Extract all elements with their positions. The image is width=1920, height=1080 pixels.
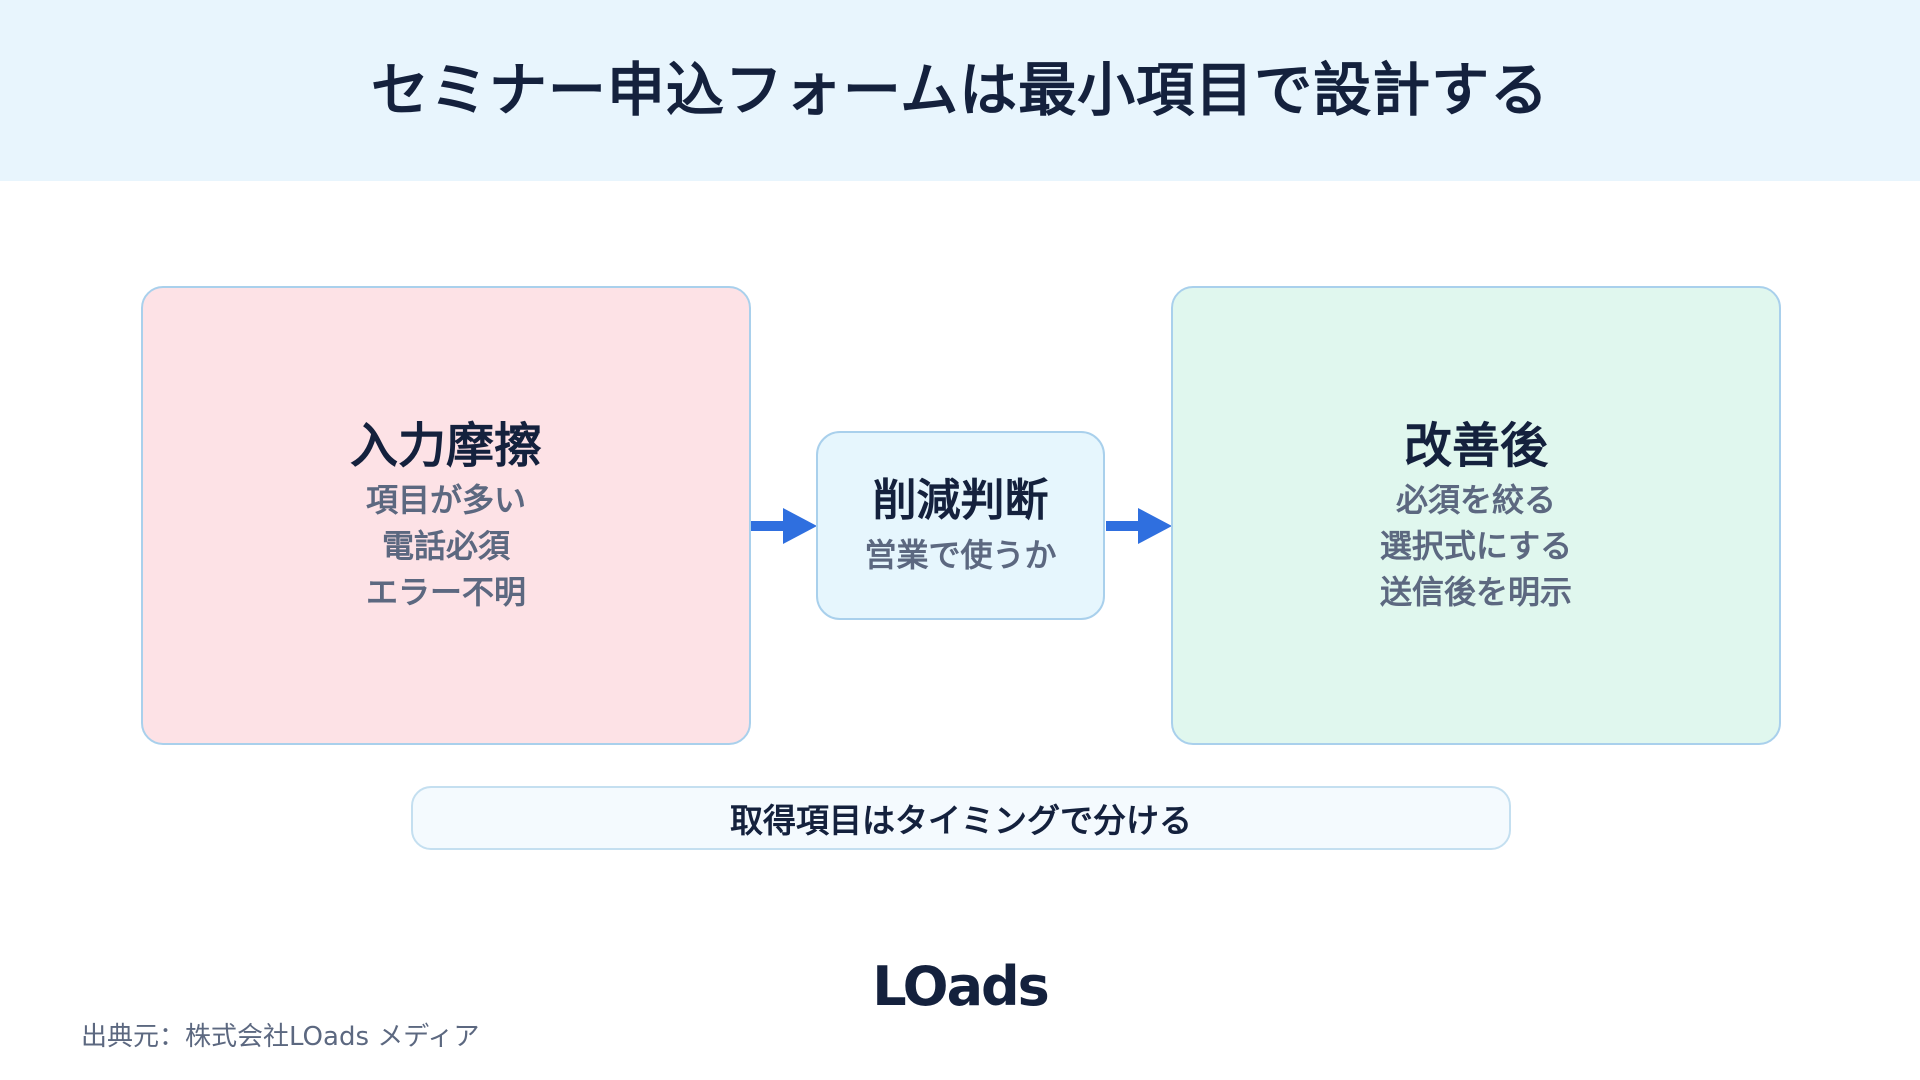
note-text: 取得項目はタイミングで分ける (730, 801, 1192, 840)
before-list: 項目が多い 電話必須 エラー不明 (366, 477, 526, 615)
before-box: 入力摩擦 項目が多い 電話必須 エラー不明 (141, 286, 751, 745)
before-item: 電話必須 (381, 526, 510, 565)
after-item: 選択式にする (1379, 526, 1573, 565)
after-box: 改善後 必須を絞る 選択式にする 送信後を明示 (1171, 286, 1781, 745)
before-item: エラー不明 (365, 572, 526, 611)
before-item: 項目が多い (365, 480, 526, 519)
source-credit: 出典元：株式会社LOads メディア (81, 1022, 480, 1052)
arrow-right-icon (1106, 508, 1172, 544)
after-item: 送信後を明示 (1379, 572, 1572, 611)
before-heading: 入力摩擦 (349, 417, 542, 474)
after-heading: 改善後 (1403, 417, 1548, 474)
after-list: 必須を絞る 選択式にする 送信後を明示 (1380, 477, 1572, 615)
decision-subtext: 営業で使うか (864, 535, 1057, 574)
page-title: セミナー申込フォームは最小項目で設計する (370, 56, 1550, 124)
header-band: セミナー申込フォームは最小項目で設計する (0, 0, 1920, 181)
brand-logo: LOads (872, 955, 1050, 1018)
note-banner: 取得項目はタイミングで分ける (411, 786, 1511, 850)
arrow-right-icon (751, 508, 817, 544)
decision-heading: 削減判断 (872, 474, 1049, 526)
after-item: 必須を絞る (1395, 480, 1556, 519)
decision-box: 削減判断 営業で使うか (816, 431, 1105, 620)
